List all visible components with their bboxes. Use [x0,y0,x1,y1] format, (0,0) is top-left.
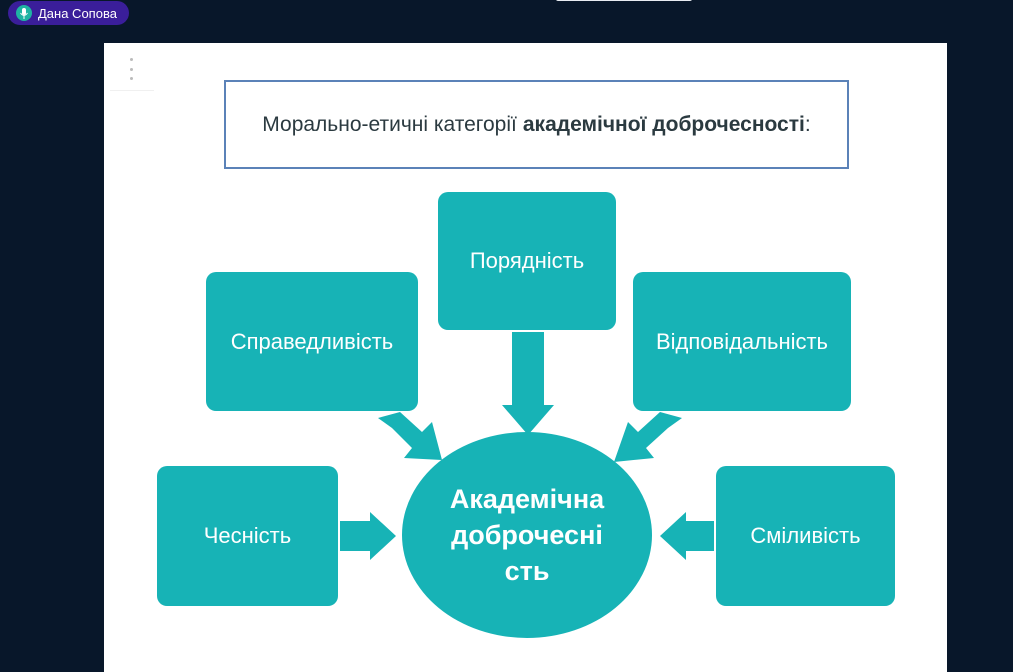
divider [110,90,154,91]
category-box-vidpovidalnist: Відповідальність [633,272,851,411]
arrow-diagonal-right [614,412,682,462]
category-box-smylyvist: Сміливість [716,466,895,606]
arrow-diagonal-left [378,412,442,460]
category-box-spravedlyvist: Справедливість [206,272,418,411]
category-box-chesnist: Чесність [157,466,338,606]
title-suffix: : [804,112,811,136]
center-ellipse: Академічна доброчесні сть [402,432,652,638]
title-regular: Морально-етичні категорії [262,112,517,136]
participant-name: Дана Сопова [38,5,117,21]
slide-title: Морально-етичні категорії академічної до… [224,80,849,169]
more-options-icon[interactable] [125,58,137,80]
center-line-3: сть [504,556,550,586]
title-bold: академічної доброчесності [522,112,805,136]
participant-badge[interactable]: Дана Сопова [8,1,129,25]
category-box-poriadnist: Порядність [438,192,616,330]
category-label: Справедливість [230,328,394,354]
category-label: Сміливість [750,523,861,548]
arrow-left-horizontal [340,512,396,560]
category-label: Порядність [469,248,585,273]
center-line-1: Академічна [449,484,605,514]
arrow-down [502,332,554,435]
top-toolbar-handle[interactable] [556,0,692,1]
category-label: Чесність [203,523,292,548]
arrow-right-horizontal [660,512,714,560]
center-line-2: доброчесні [451,520,603,550]
category-label: Відповідальність [655,328,829,354]
microphone-icon [16,5,32,21]
